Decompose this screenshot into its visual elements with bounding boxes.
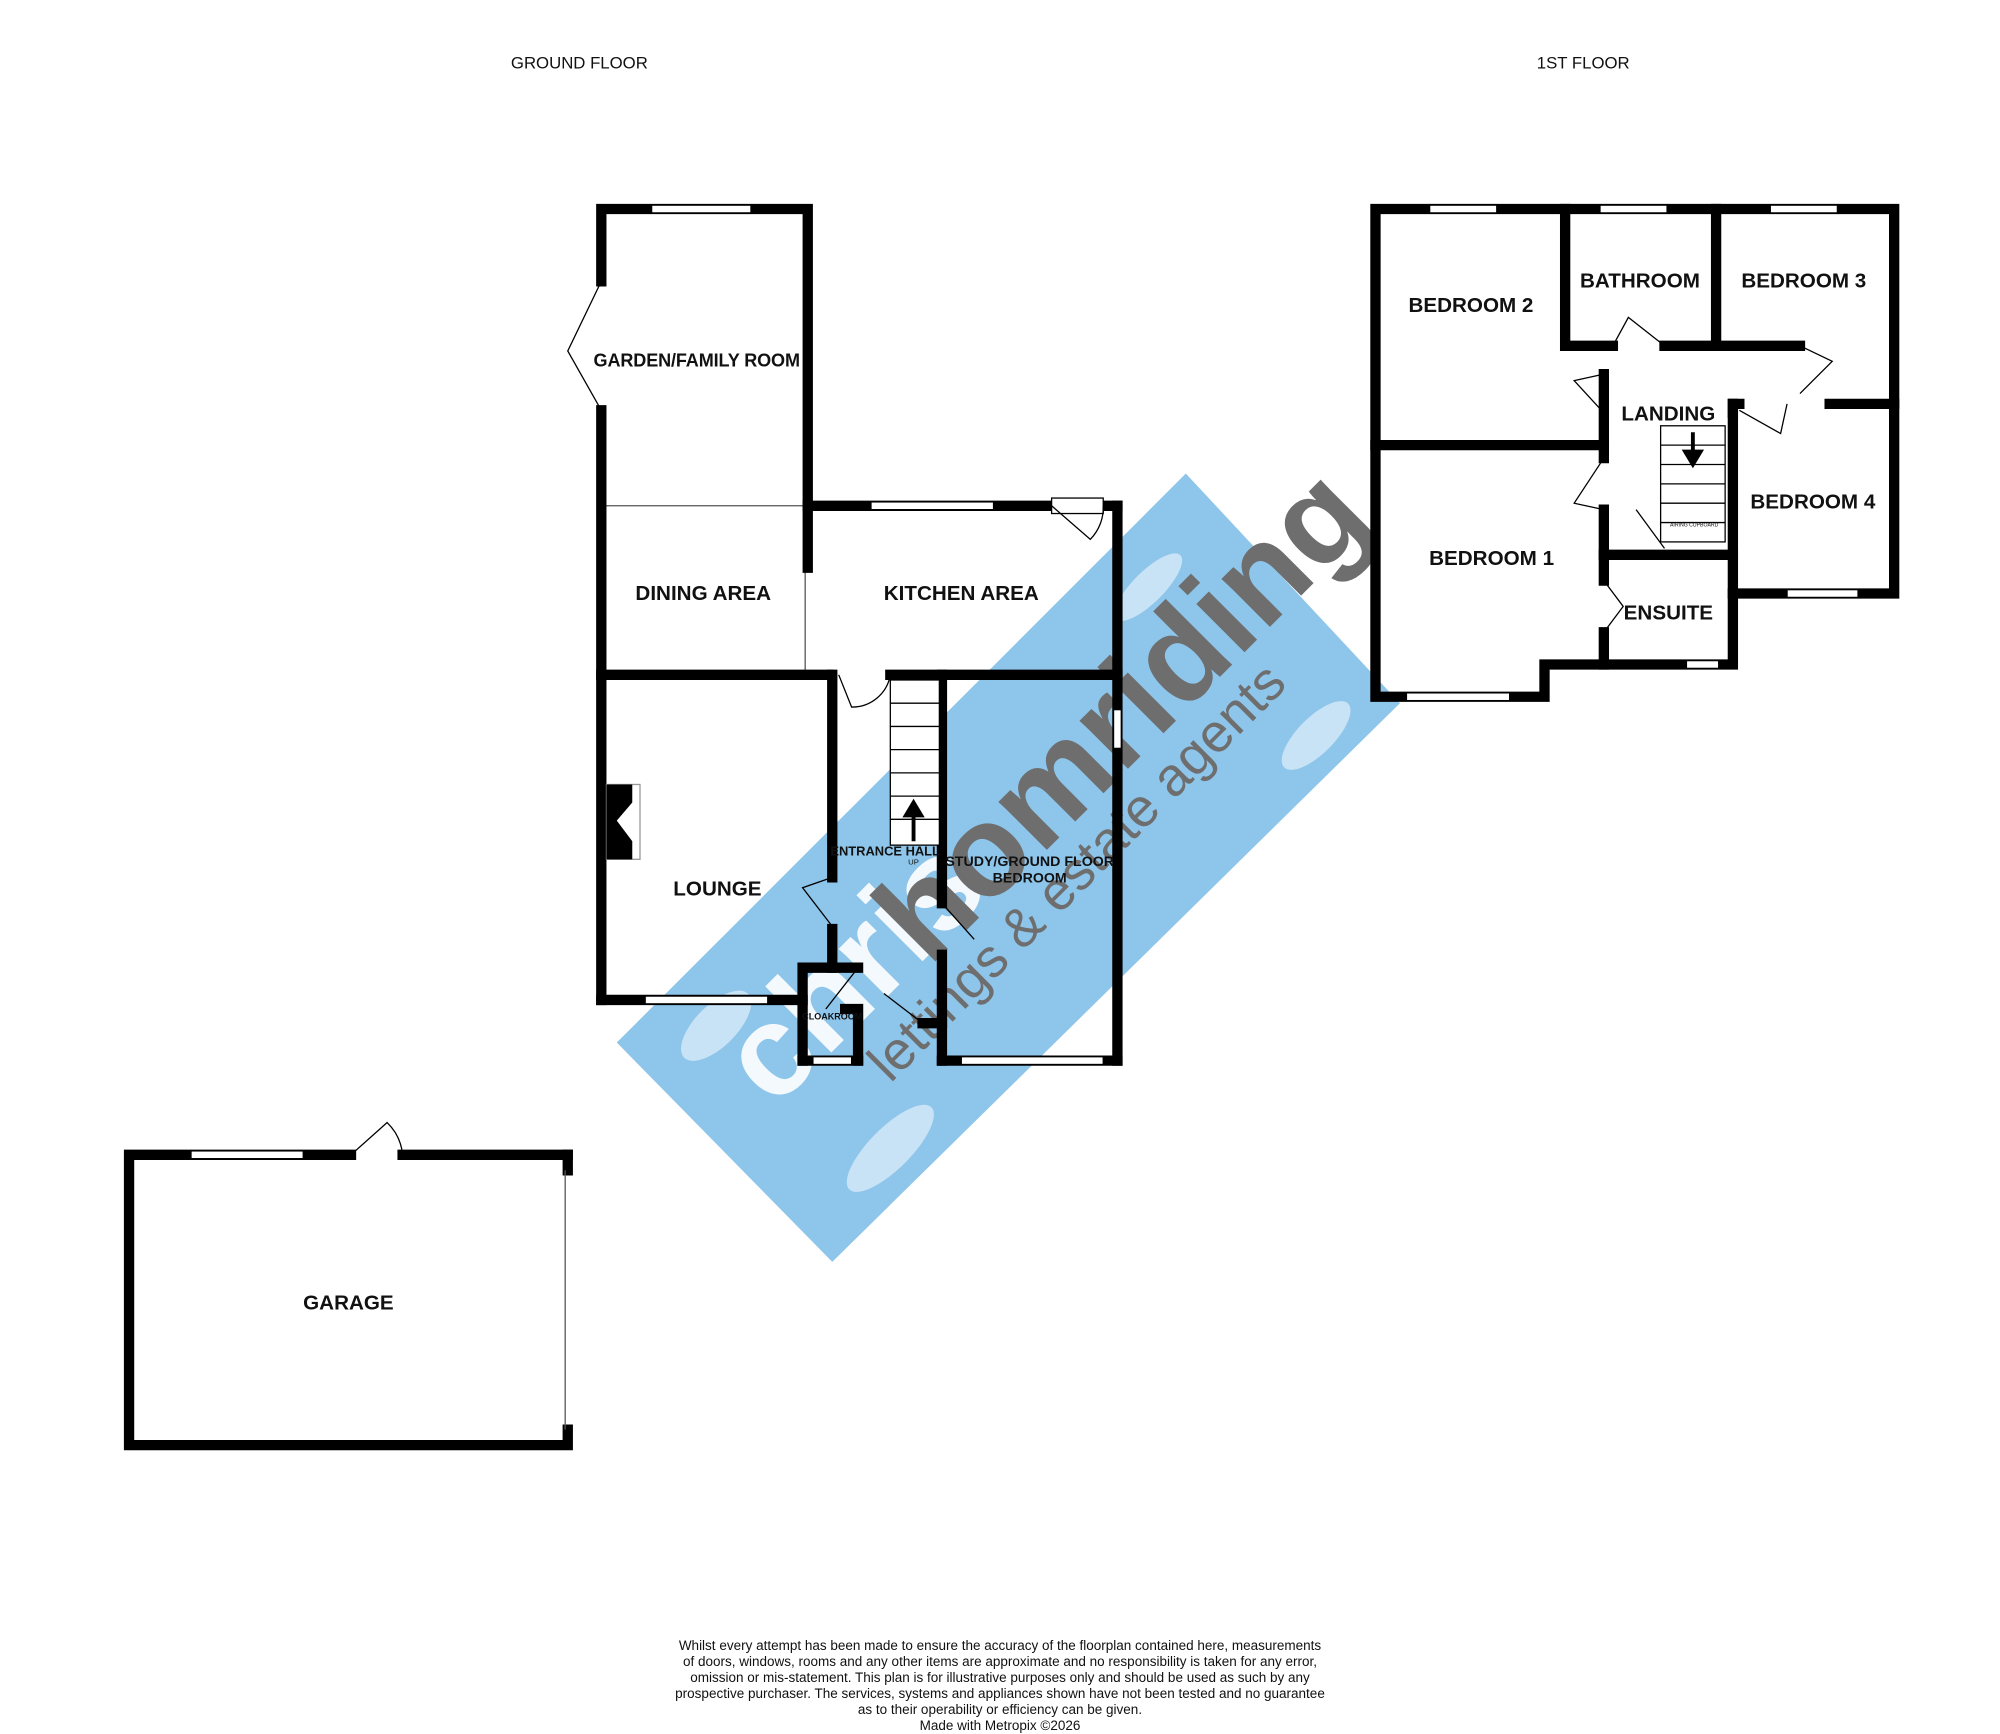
disclaimer-line: as to their operability or efficiency ca…: [857, 1702, 1143, 1717]
room-label-garden-family-room: GARDEN/FAMILY ROOM: [594, 350, 800, 370]
ground-floor-title: GROUND FLOOR: [511, 53, 648, 72]
first-floor-title: 1ST FLOOR: [1537, 53, 1630, 72]
first-floor-stairs: [1659, 425, 1726, 543]
room-label-bedroom-2: BEDROOM 2: [1408, 294, 1533, 317]
room-label-lounge: LOUNGE: [673, 877, 761, 900]
garage: [123, 1121, 573, 1451]
disclaimer-line: Whilst every attempt has been made to en…: [678, 1638, 1322, 1653]
room-label-bedroom-1: BEDROOM 1: [1429, 547, 1554, 570]
disclaimer: Whilst every attempt has been made to en…: [640, 1638, 1360, 1734]
ground-floor-walls: [567, 203, 1123, 1066]
ground-stairs: [889, 679, 941, 846]
room-label-cloakroom: CLOAKROOM: [802, 1011, 862, 1021]
airing-cupboard-label: AIRING CUPBOARD: [1670, 522, 1719, 528]
room-label-dining-area: DINING AREA: [635, 582, 771, 605]
disclaimer-line: omission or mis-statement. This plan is …: [690, 1670, 1310, 1685]
room-label-bedroom-4: BEDROOM 4: [1750, 490, 1875, 513]
room-label-study-line1: STUDY/GROUND FLOOR: [945, 854, 1114, 870]
disclaimer-line: prospective purchaser. The services, sys…: [675, 1686, 1325, 1701]
room-label-bathroom: BATHROOM: [1580, 270, 1700, 293]
room-label-kitchen-area: KITCHEN AREA: [884, 582, 1039, 605]
room-label-bedroom-3: BEDROOM 3: [1741, 270, 1866, 293]
metropix-credit: Made with Metropix ©2026: [919, 1718, 1081, 1733]
first-floor-walls: [1370, 203, 1900, 702]
stairs-up-label: UP: [908, 857, 919, 866]
room-label-landing: LANDING: [1621, 403, 1715, 426]
disclaimer-line: of doors, windows, rooms and any other i…: [682, 1654, 1318, 1669]
room-label-entrance-hall: ENTRANCE HALL: [830, 843, 940, 858]
room-label-garage: GARAGE: [303, 1292, 394, 1315]
room-label-study-line2: BEDROOM: [993, 871, 1067, 887]
room-label-ensuite: ENSUITE: [1624, 601, 1713, 624]
